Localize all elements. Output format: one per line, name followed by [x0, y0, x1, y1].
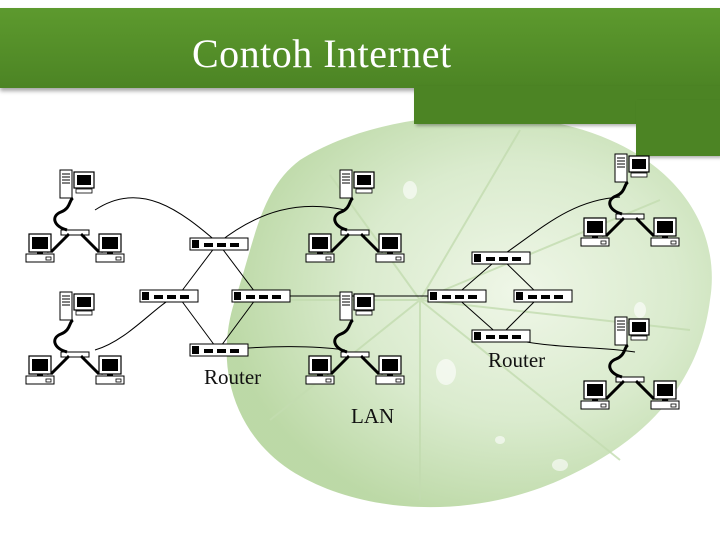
router-label-left: Router [204, 365, 262, 389]
router-icon [471, 329, 531, 343]
slide-title: Contoh Internet [192, 31, 452, 76]
lan-cluster-icon [581, 154, 679, 246]
lan-cluster-icon [26, 292, 124, 384]
accent-block-right [636, 100, 720, 156]
router-icon [513, 289, 573, 303]
router-icon [427, 289, 487, 303]
lan-label: LAN [351, 404, 395, 428]
lan-cluster-icon [26, 170, 124, 262]
lan-cluster-icon [306, 292, 404, 384]
title-bar: Contoh Internet [0, 8, 720, 88]
router-icon [189, 237, 249, 251]
lan-cluster-icon [581, 317, 679, 409]
router-label-right: Router [488, 348, 546, 372]
network-links [94, 196, 636, 353]
router-icon [139, 289, 199, 303]
router-icon [231, 289, 291, 303]
lan-cluster-icon [306, 170, 404, 262]
router-icon [189, 343, 249, 357]
router-icon [471, 251, 531, 265]
